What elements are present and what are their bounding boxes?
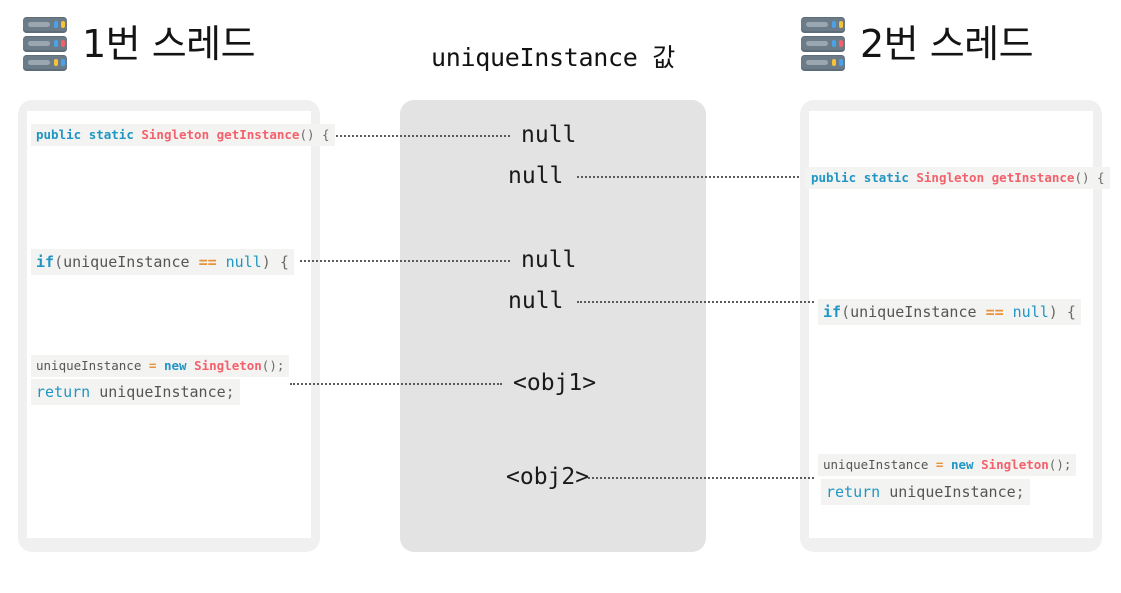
punct-paren-open: ( xyxy=(54,253,64,271)
thread-2-header: 2번 스레드 xyxy=(800,16,1034,72)
identifier-uniqueinstance: uniqueInstance xyxy=(63,253,190,271)
server-icon xyxy=(801,17,845,71)
identifier-uniqueinstance: uniqueInstance xyxy=(889,483,1016,501)
value-label-obj2: <obj2> xyxy=(506,464,590,490)
method-getinstance: getInstance xyxy=(216,127,300,142)
punct-paren-open: ( xyxy=(841,303,851,321)
identifier-uniqueinstance: uniqueInstance xyxy=(850,303,977,321)
punct-close-brace: ) { xyxy=(261,253,289,271)
connector-line-4 xyxy=(577,301,814,303)
keyword-null: null xyxy=(1012,303,1049,321)
connector-line-6 xyxy=(588,477,814,479)
identifier-uniqueinstance: uniqueInstance xyxy=(823,457,929,472)
thread-1-code-signature: public static Singleton getInstance() { xyxy=(31,124,335,146)
keyword-static: static xyxy=(863,170,909,185)
center-column-title: uniqueInstance 값 xyxy=(431,43,675,72)
connector-line-1 xyxy=(305,135,510,137)
punct-call-tail: (); xyxy=(261,358,285,373)
operator-equals: == xyxy=(985,303,1004,321)
keyword-new: new xyxy=(950,457,974,472)
type-singleton: Singleton xyxy=(916,170,985,185)
thread-1-header: 1번 스레드 xyxy=(22,16,256,72)
type-singleton: Singleton xyxy=(194,358,262,373)
method-getinstance: getInstance xyxy=(991,170,1075,185)
thread-1-code-card xyxy=(18,100,320,552)
thread-1-code-assign: uniqueInstance = new Singleton(); xyxy=(31,355,290,377)
type-singleton: Singleton xyxy=(981,457,1049,472)
connector-line-3 xyxy=(300,260,510,262)
value-label-null-2: null xyxy=(508,163,564,189)
keyword-return: return xyxy=(826,483,881,501)
thread-1-title: 1번 스레드 xyxy=(82,22,256,66)
punct-semicolon: ; xyxy=(225,383,235,401)
connector-line-5 xyxy=(290,383,502,385)
connector-line-2 xyxy=(577,176,799,178)
keyword-public: public xyxy=(36,127,82,142)
thread-2-code-assign: uniqueInstance = new Singleton(); xyxy=(818,454,1077,476)
keyword-static: static xyxy=(88,127,134,142)
operator-assign: = xyxy=(148,358,157,373)
value-label-null-4: null xyxy=(508,288,564,314)
value-label-null-3: null xyxy=(521,247,577,273)
operator-assign: = xyxy=(935,457,944,472)
shared-state-panel xyxy=(400,100,706,552)
keyword-public: public xyxy=(811,170,857,185)
thread-2-code-ifcheck: if(uniqueInstance == null) { xyxy=(818,299,1081,325)
punct-open-brace: () { xyxy=(299,127,330,142)
thread-1-code-ifcheck: if(uniqueInstance == null) { xyxy=(31,249,294,275)
keyword-null: null xyxy=(225,253,262,271)
thread-2-code-signature: public static Singleton getInstance() { xyxy=(806,167,1110,189)
keyword-if: if xyxy=(36,253,55,271)
punct-open-brace: () { xyxy=(1074,170,1105,185)
type-singleton: Singleton xyxy=(141,127,210,142)
thread-1-code-return: return uniqueInstance; xyxy=(31,379,240,405)
punct-close-brace: ) { xyxy=(1048,303,1076,321)
server-icon xyxy=(23,17,67,71)
keyword-return: return xyxy=(36,383,91,401)
thread-2-code-return: return uniqueInstance; xyxy=(821,479,1030,505)
keyword-if: if xyxy=(823,303,842,321)
punct-call-tail: (); xyxy=(1048,457,1072,472)
keyword-new: new xyxy=(163,358,187,373)
identifier-uniqueinstance: uniqueInstance xyxy=(36,358,142,373)
operator-equals: == xyxy=(198,253,217,271)
thread-2-title: 2번 스레드 xyxy=(860,22,1034,66)
punct-semicolon: ; xyxy=(1015,483,1025,501)
identifier-uniqueinstance: uniqueInstance xyxy=(99,383,226,401)
value-label-null-1: null xyxy=(521,122,577,148)
thread-1-code-surface xyxy=(27,111,311,538)
value-label-obj1: <obj1> xyxy=(513,370,597,396)
